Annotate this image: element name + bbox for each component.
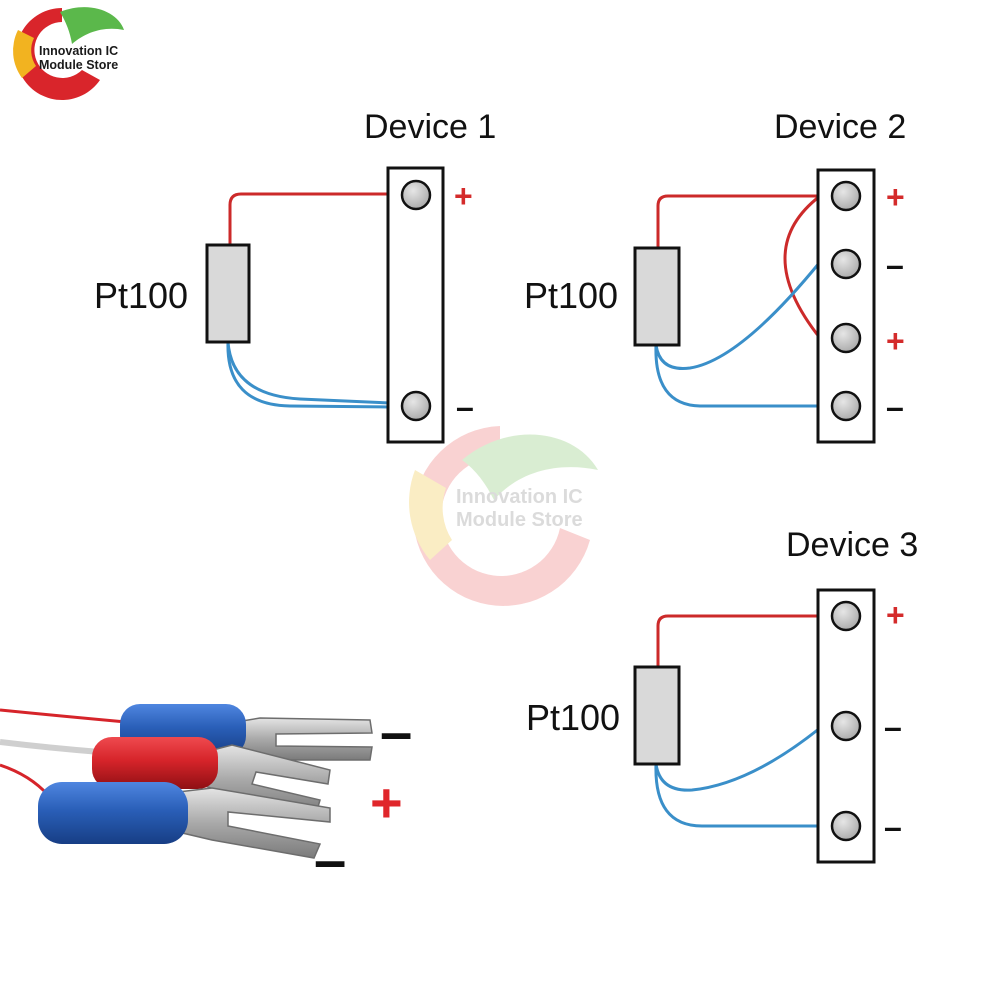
device-3-blue-wire-b <box>654 763 820 828</box>
device-3-sign-plus: + <box>886 597 905 633</box>
logo-line-2: Module Store <box>39 58 118 72</box>
photo-silver-wire <box>0 739 101 755</box>
device-3-sign-minus: – <box>884 809 902 845</box>
device-2-blue-wire-b <box>654 344 820 408</box>
spade-fork-bottom <box>177 787 331 859</box>
watermark: Innovation IC Module Store <box>409 426 598 606</box>
logo-ring-yellow <box>13 30 36 78</box>
store-logo: Innovation IC Module Store <box>13 7 124 100</box>
device-1-red-wire <box>228 192 390 245</box>
device-1-sensor-label: Pt100 <box>94 275 188 316</box>
device-2-terminal-screw <box>830 248 862 280</box>
watermark-ring-yellow <box>409 470 452 560</box>
device-2-blue-wire-a <box>654 261 822 371</box>
device-2-sign-minus: – <box>886 247 904 283</box>
device-2-title: Device 2 <box>774 108 906 146</box>
photo-red-wire <box>0 708 127 724</box>
photo-sign-plus: + <box>370 771 403 834</box>
device-2-pt100-sensor <box>633 246 681 347</box>
logo-line-1: Innovation IC <box>39 44 118 58</box>
watermark-leaf-icon <box>462 434 598 500</box>
device-1-blue-wire-b <box>226 341 391 409</box>
device-1-terminal-screw <box>400 390 432 422</box>
device-2-diagram: Device 2 Pt100 + – + – <box>524 108 906 444</box>
device-3-terminal-screw <box>830 710 862 742</box>
device-2-sign-plus: + <box>886 179 905 215</box>
device-2-sensor-label: Pt100 <box>524 275 618 316</box>
logo-ring-red <box>16 8 101 100</box>
device-2-sign-minus: – <box>886 389 904 425</box>
device-1-terminal-screw <box>400 179 432 211</box>
device-2-red-jumper <box>783 194 822 339</box>
device-2-sign-plus: + <box>886 323 905 359</box>
blue-insulator-bottom <box>38 782 188 844</box>
watermark-line-2: Module Store <box>456 509 583 531</box>
photo-red-wire <box>0 763 50 797</box>
logo-leaf-icon <box>60 7 124 44</box>
device-3-sensor-label: Pt100 <box>526 697 620 738</box>
device-3-pt100-sensor <box>633 665 681 766</box>
device-2-red-wire <box>656 194 820 248</box>
device-3-blue-wire-a <box>654 726 821 792</box>
device-2-terminal-screw <box>830 180 862 212</box>
device-1-sign-plus: + <box>454 178 473 214</box>
device-3-terminal-screw <box>830 810 862 842</box>
red-insulator <box>92 737 218 789</box>
device-3-red-wire <box>656 614 820 668</box>
device-1-diagram: Device 1 Pt100 + – <box>94 108 496 444</box>
device-3-title: Device 3 <box>786 526 918 564</box>
photo-sign-minus: – <box>380 700 412 765</box>
watermark-ring <box>413 426 590 606</box>
device-2-terminal-screw <box>830 390 862 422</box>
watermark-line-1: Innovation IC <box>456 486 583 508</box>
device-1-title: Device 1 <box>364 108 496 146</box>
spade-connector-photo: – + – <box>0 700 412 893</box>
device-1-pt100-sensor <box>205 243 251 344</box>
device-2-terminal-screw <box>830 322 862 354</box>
device-3-sign-minus: – <box>884 709 902 745</box>
device-1-sign-minus: – <box>456 389 474 425</box>
device-1-blue-wire-a <box>226 341 391 405</box>
device-3-diagram: Device 3 Pt100 + – – <box>526 526 918 864</box>
photo-sign-minus: – <box>314 828 346 893</box>
device-3-terminal-screw <box>830 600 862 632</box>
